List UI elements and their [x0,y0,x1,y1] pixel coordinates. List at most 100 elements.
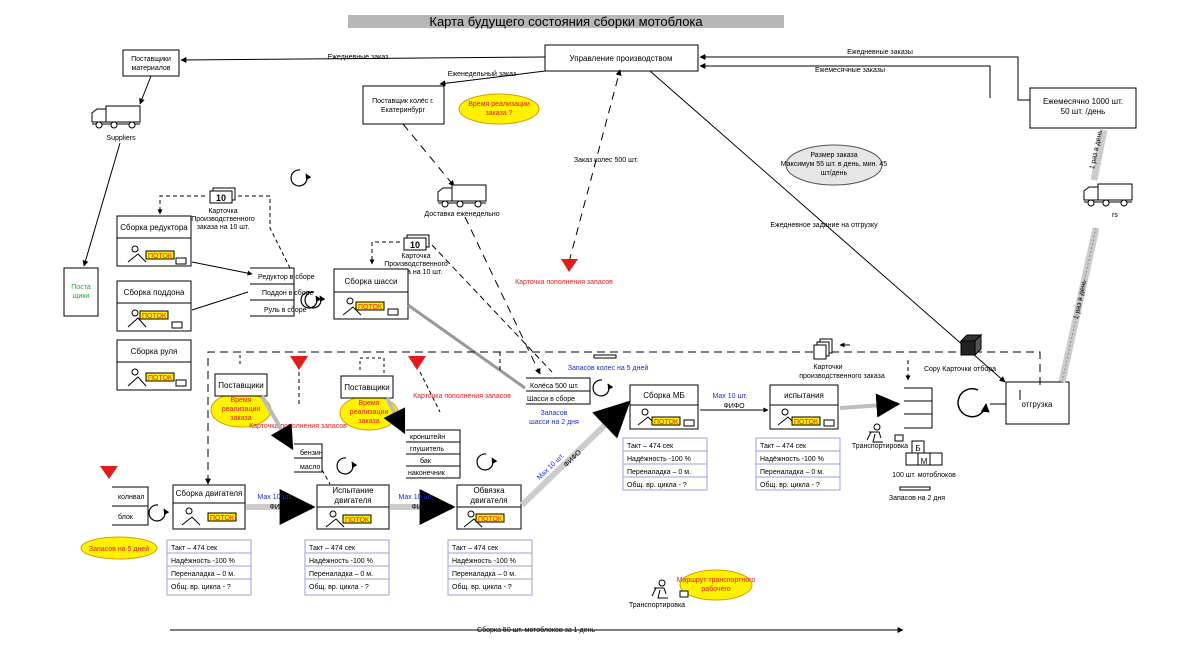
svg-text:Сборка руля: Сборка руля [131,347,178,356]
process-chassis: Сборка шасси ПОТОК [333,268,409,320]
motoblocks-label: 100 шт. мотоблоков [892,471,956,479]
data-box-mb: Такт – 474 сек Надёжность -100 % Перенал… [622,437,708,491]
daily-orders-right-arrow [699,54,1030,101]
replenish-kanban-2-icon [408,356,426,370]
wheels-cycle-icon [593,380,609,396]
suppliers-box-1: Поставщики [214,373,268,397]
suppliers-box-2: Поставщики [340,375,394,399]
data-box-engine: Такт – 474 сек Надёжность -100 % Перенал… [166,539,252,596]
svg-text:заказа: заказа [358,418,379,425]
svg-text:Руль в сборе: Руль в сборе [264,306,307,314]
engine-fifo-label: ФИФО [269,504,291,511]
supermarket-assemblies: Редуктор в сборе Поддон в сборе Руль в с… [250,267,315,317]
svg-text:Время реализации: Время реализации [468,101,530,108]
svg-text:двигателя: двигателя [334,496,371,505]
svg-text:Производственного: Производственного [191,216,255,223]
harness-to-mb-arrow [519,400,631,508]
stock-2-days-label: Запасов на 2 дня [889,495,945,502]
svg-text:Общ. вр. цикла - ?: Общ. вр. цикла - ? [627,481,687,489]
svg-text:колнвал: колнвал [118,494,144,501]
chassis-card-loop-left [369,241,400,265]
reducer-card-loop-left [157,195,205,215]
svg-text:Карточка: Карточка [401,253,430,260]
reducer-cycle-icon [291,170,307,186]
svg-text:ПОТОК: ПОТОК [210,515,235,522]
svg-text:Карточка: Карточка [208,208,237,215]
svg-text:Сборка двигателя: Сборка двигателя [176,489,243,498]
svg-text:масло: масло [300,464,320,471]
order-size-cloud: Размер заказа Максимум 55 шт. в день, ми… [781,144,888,186]
svg-text:Испытание: Испытание [332,486,374,495]
process-handlebar: Сборка руля ПОТОК [116,339,192,391]
svg-text:Маршрут транспортного: Маршрут транспортного [677,577,756,584]
svg-text:Производственного: Производственного [384,261,448,268]
data-box-testing: Такт – 474 сек Надёжность -100 % Перенал… [755,437,841,491]
supermarket-fuel: бензин масло [294,443,323,473]
svg-text:ПОТОК: ПОТОК [794,419,819,426]
svg-text:бак: бак [420,457,432,465]
svg-text:Поставщик колёс г.: Поставщик колёс г. [372,98,434,105]
svg-text:Время: Время [358,400,379,407]
svg-text:отгрузка: отгрузка [1021,400,1053,409]
postavshchiki-green-box: Поста щики [63,267,99,317]
motoblock-inventory-icon: М Б [905,440,943,466]
svg-text:реализации: реализации [350,409,389,416]
engine-max10-label: Max 10 шт. [258,494,293,501]
svg-text:Переналадка – 0 м.: Переналадка – 0 м. [171,571,235,578]
suppliers-truck-icon [91,105,141,129]
stock-2-days-bar [899,486,931,491]
svg-text:Надёжность -100 %: Надёжность -100 % [171,558,235,565]
pallet-to-supermarket [191,291,249,311]
svg-text:Управление производством: Управление производством [570,54,673,63]
svg-text:Ежемесячно 1000 шт.: Ежемесячно 1000 шт. [1043,97,1123,106]
svg-text:Общ. вр. цикла - ?: Общ. вр. цикла - ? [760,481,820,489]
svg-text:ПОТОК: ПОТОК [358,304,383,311]
big-cycle-icon [957,387,990,418]
svg-text:Б: Б [915,444,920,453]
svg-text:Надёжность -100 %: Надёжность -100 % [627,456,691,463]
process-engine-harness: Обвязка двигателя ПОТОК [456,484,522,530]
withdrawal-loop-dashed [205,351,1041,485]
svg-text:Такт – 474 сек: Такт – 474 сек [627,443,674,450]
svg-text:Максимум 55 шт. в день, мин. 4: Максимум 55 шт. в день, мин. 45 [781,161,888,168]
svg-text:ПОТОК: ПОТОК [345,517,370,524]
delivery-weekly-label: Доставка еженедельно [424,211,499,218]
svg-text:М: М [921,457,928,466]
supermarket-parts: кронштейн глушитель бак наконечник [406,429,461,479]
svg-text:Сборка поддона: Сборка поддона [124,288,185,297]
lead-time-cloud-1: Время реализации заказа [210,392,272,428]
svg-text:Поста: Поста [71,284,91,291]
process-testing: испытания ПОТОК [769,384,839,430]
suppliers-1-push [260,395,294,451]
title-bar [348,15,784,28]
svg-text:10: 10 [410,240,420,250]
svg-text:ПОТОК: ПОТОК [148,253,173,260]
transport-label-bottom: Транспортировка [629,602,685,609]
svg-text:Такт – 474 сек: Такт – 474 сек [760,443,807,450]
production-cards-right-label: Карточки [813,364,842,371]
svg-text:Такт – 474 сек: Такт – 474 сек [452,545,499,552]
svg-text:Переналадка – 0 м.: Переналадка – 0 м. [627,469,691,476]
suppliers-materials-box: Поставщики материалов [122,49,180,77]
svg-text:ПОТОК: ПОТОК [148,375,173,382]
svg-text:глушитель: глушитель [410,446,444,453]
replenish-kanban-1-label: Карточка пополнения запасов [249,423,347,430]
chassis-push-arrow [407,303,526,390]
mb-fifo-label: ФИФО [723,403,745,410]
reducer-card-loop-right [238,195,291,269]
svg-text:Переналадка – 0 м.: Переналадка – 0 м. [309,571,373,578]
svg-text:Надёжность -100 %: Надёжность -100 % [309,558,373,565]
svg-text:ПОТОК: ПОТОК [142,313,167,320]
svg-text:Запасов колес на 5 дней: Запасов колес на 5 дней [568,364,649,372]
chassis-card-to-supermarket [431,244,553,373]
supermarket-engine-parts: колнвал блок [112,486,149,526]
svg-text:Редуктор в сборе: Редуктор в сборе [258,273,315,281]
svg-text:двигателя: двигателя [470,496,507,505]
bottom-timeline-label: Сборка 50 шт. мотоблоков за 1 день [477,626,595,634]
process-pallet: Сборка поддона ПОТОК [116,280,192,332]
process-engine: Сборка двигателя ПОТОК [172,484,246,530]
data-box-engine-test: Такт – 474 сек Надёжность -100 % Перенал… [304,539,390,596]
test-max10-label: Max 10 шт. [399,494,434,501]
customer-box: Ежемесячно 1000 шт. 50 шт. /день [1029,87,1137,129]
daily-shipping-task-label: Ежедневное задание на отгрузку [770,222,878,229]
